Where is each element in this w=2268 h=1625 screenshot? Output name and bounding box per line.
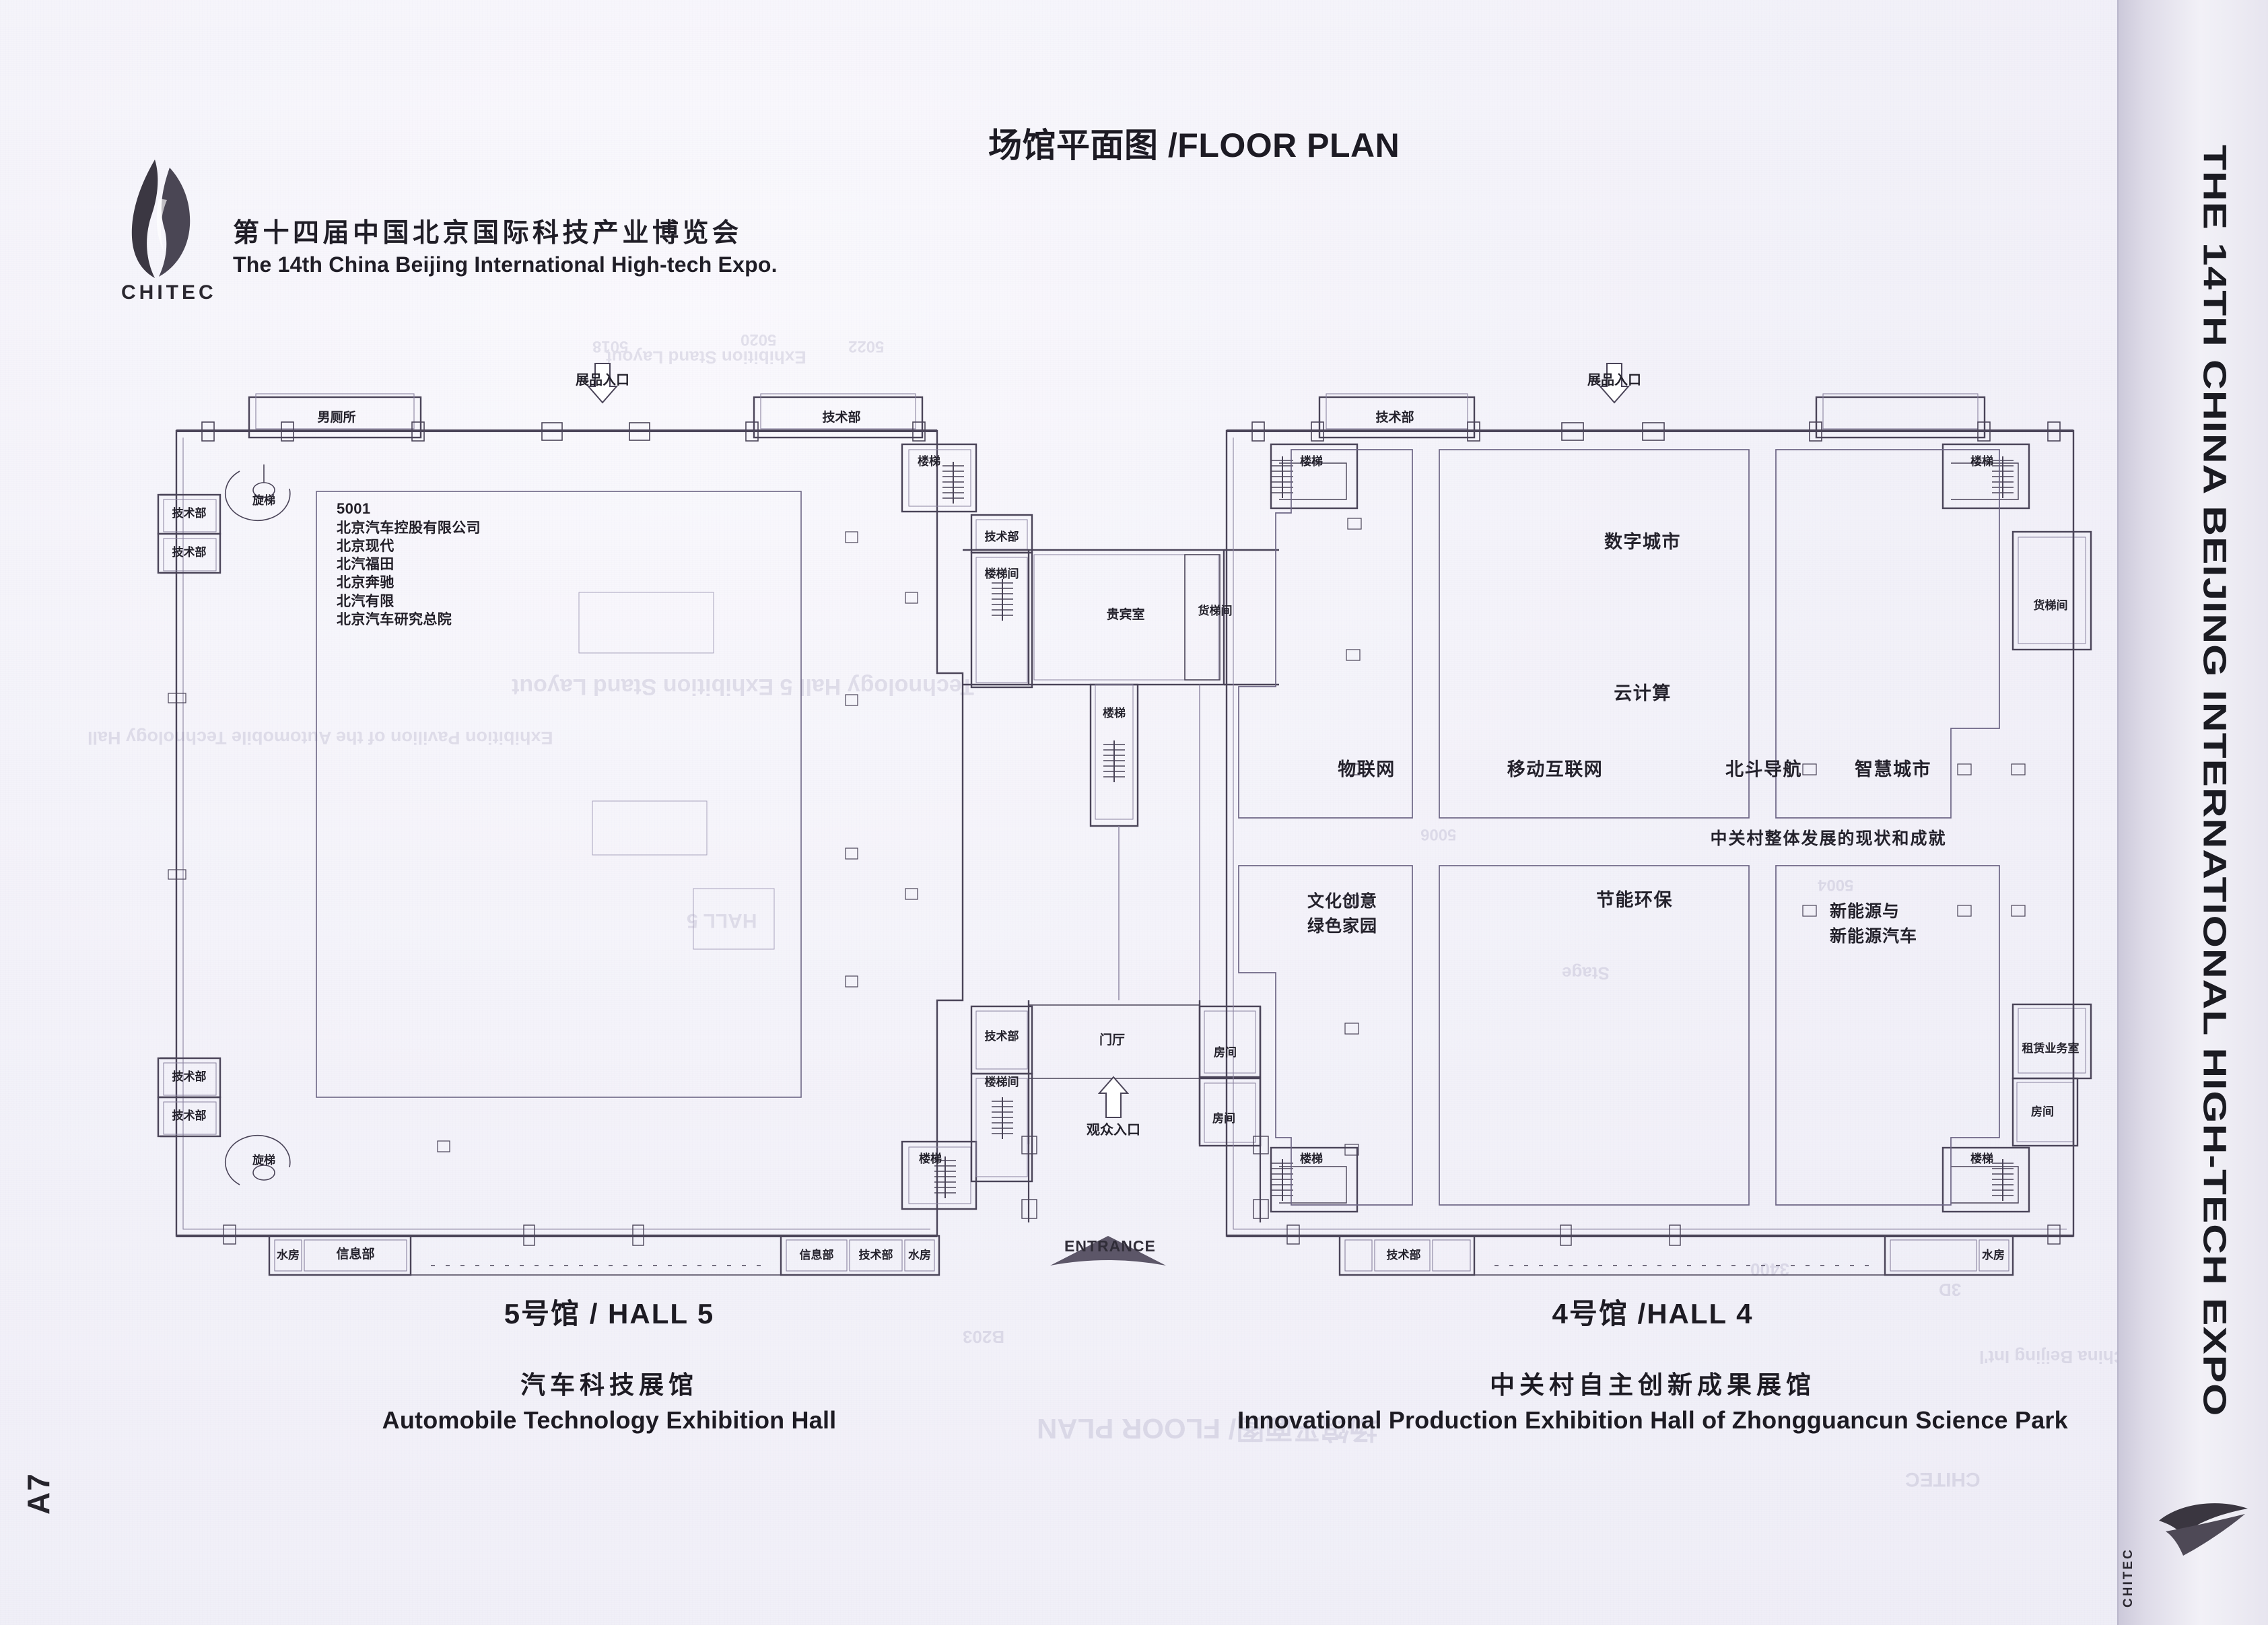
zone-label-beidou-nav: 北斗导航 [1725, 759, 1802, 780]
page-number: A7 [21, 1472, 56, 1515]
room-label-tech-dept: 技术部 [172, 1070, 207, 1083]
room-label-water-room: 水房 [277, 1249, 300, 1261]
expo-title-cn: 第十四届中国北京国际科技产业博览会 [233, 219, 743, 248]
room-label-stairs: 楼梯 [1970, 455, 1993, 468]
room-label-info-dept: 信息部 [336, 1247, 375, 1261]
chitec-swoosh-icon [2159, 1503, 2248, 1556]
room-label-room: 房间 [1212, 1112, 1235, 1125]
zone-label-energy-saving: 节能环保 [1596, 890, 1673, 910]
entrance-banner-word: ENTRANCE [1064, 1237, 1156, 1255]
entrance-text: 展品入口 [576, 373, 629, 388]
hall-4-name-cn: 中关村自主创新成果展馆 [1489, 1371, 1816, 1399]
entrance-label-exhibit-hall5: 展品入口 [576, 369, 629, 388]
side-banner-text: THE 14TH CHINA BEIJING INTERNATIONAL HIG… [2196, 145, 2233, 1417]
room-label-freight-lift: 货梯间 [1198, 604, 1233, 617]
room-label-stairwell: 楼梯间 [984, 567, 1019, 580]
entrance-label-exhibit-hall4: 展品入口 [1587, 369, 1641, 388]
hall-5-name-cn: 汽车科技展馆 [520, 1371, 698, 1399]
booth-5001-number: 5001 [337, 500, 371, 517]
room-label-spiral-stair: 旋梯 [252, 494, 275, 507]
chitec-word-vertical: CHITEC [2121, 1548, 2135, 1607]
zone-label-smart-city: 智慧城市 [1855, 759, 1931, 780]
booth-5001-exhibitor: 北京汽车研究总院 [337, 612, 452, 628]
zone-label-cloud-computing: 云计算 [1614, 683, 1672, 703]
zone-label-mobile-internet: 移动互联网 [1507, 759, 1604, 780]
booth-5001-listing: 5001 北京汽车控股有限公司 北京现代 北汽福田 北京奔驰 北汽有限 北京汽车… [337, 499, 481, 629]
room-label-vip-room: 贵宾室 [1106, 608, 1145, 622]
room-label-water-room: 水房 [1982, 1249, 2005, 1261]
hall-4-caption: 4号馆 /HALL 4 中关村自主创新成果展馆 Innovational Pro… [1237, 1291, 2068, 1434]
room-label-lobby: 门厅 [1099, 1033, 1126, 1047]
room-label-tech-dept: 技术部 [1386, 1249, 1421, 1261]
zone-label-green-home: 绿色家园 [1307, 917, 1378, 936]
entrance-text: 观众入口 [1087, 1123, 1140, 1138]
hall-5-name-en: Automobile Technology Exhibition Hall [382, 1406, 837, 1434]
zone-label-new-energy-vehicle: 新能源汽车 [1830, 927, 1918, 946]
room-label-water-room: 水房 [908, 1249, 931, 1261]
side-banner-chitec-logo: CHITEC [2121, 1492, 2256, 1610]
zone-label-iot: 物联网 [1338, 759, 1396, 780]
booth-5001-exhibitor: 北汽福田 [337, 557, 394, 573]
booth-5001-exhibitor: 北京奔驰 [337, 575, 394, 591]
room-label-tech-dept: 技术部 [172, 507, 207, 520]
room-label-room: 房间 [1214, 1046, 1237, 1059]
room-label-tech-dept: 技术部 [984, 530, 1019, 543]
room-label-tech-dept: 技术部 [172, 546, 207, 559]
room-label-tech-dept: 技术部 [172, 1109, 207, 1122]
room-label-tech-dept: 技术部 [1375, 411, 1414, 425]
room-label-mens-restroom: 男厕所 [317, 411, 356, 425]
booth-5001-exhibitor: 北京汽车控股有限公司 [337, 520, 481, 536]
zone-label-new-energy: 新能源与 [1830, 902, 1900, 921]
room-label-tech-dept: 技术部 [984, 1030, 1019, 1043]
chitec-wordmark: CHITEC [121, 281, 217, 304]
hall-4-name-en: Innovational Production Exhibition Hall … [1237, 1406, 2068, 1434]
zone-label-cultural-creative: 文化创意 [1307, 892, 1378, 911]
room-label-leasing-office: 租赁业务室 [2022, 1042, 2080, 1055]
room-label-info-dept: 信息部 [799, 1249, 834, 1261]
booth-5001-exhibitor: 北京现代 [337, 538, 394, 554]
hall-5-caption: 5号馆 / HALL 5 汽车科技展馆 Automobile Technolog… [382, 1291, 837, 1434]
room-label-spiral-stair: 旋梯 [252, 1154, 275, 1167]
room-label-freight-lift: 货梯间 [2033, 599, 2068, 612]
entrance-label-visitor: 观众入口 [1087, 1119, 1140, 1138]
room-label-tech-dept: 技术部 [858, 1249, 893, 1261]
room-label-stairs: 楼梯 [1300, 1152, 1323, 1165]
room-label-stairwell: 楼梯间 [984, 1076, 1019, 1088]
room-label-stairs: 楼梯 [1970, 1152, 1993, 1165]
chitec-flame-icon [131, 160, 191, 278]
booth-5001-exhibitor: 北汽有限 [337, 593, 394, 609]
page-title: 场馆平面图 /FLOOR PLAN [988, 127, 1400, 164]
zone-label-digital-city: 数字城市 [1604, 532, 1681, 552]
side-banner: THE 14TH CHINA BEIJING INTERNATIONAL HIG… [2117, 0, 2268, 1625]
zhongguancun-achievement-banner: 中关村整体发展的现状和成就 [1710, 829, 1947, 848]
entrance-banner: ENTRANCE [1064, 1236, 1156, 1255]
expo-title-en: The 14th China Beijing International Hig… [233, 252, 778, 277]
room-label-room: 房间 [2031, 1105, 2054, 1118]
hall-4-id: 4号馆 /HALL 4 [1552, 1298, 1754, 1329]
room-label-stairs: 楼梯 [1103, 707, 1126, 720]
room-label-stairs: 楼梯 [1300, 455, 1323, 468]
room-label-stairs: 楼梯 [918, 455, 940, 468]
room-label-tech-dept: 技术部 [822, 411, 861, 425]
room-label-stairs: 楼梯 [919, 1152, 942, 1165]
entrance-text: 展品入口 [1587, 373, 1641, 388]
hall-5-id: 5号馆 / HALL 5 [504, 1298, 715, 1329]
floor-plan-drawing [157, 363, 2092, 1276]
chitec-logo-block: CHITEC 第十四届中国北京国际科技产业博览会 The 14th China … [120, 158, 777, 306]
